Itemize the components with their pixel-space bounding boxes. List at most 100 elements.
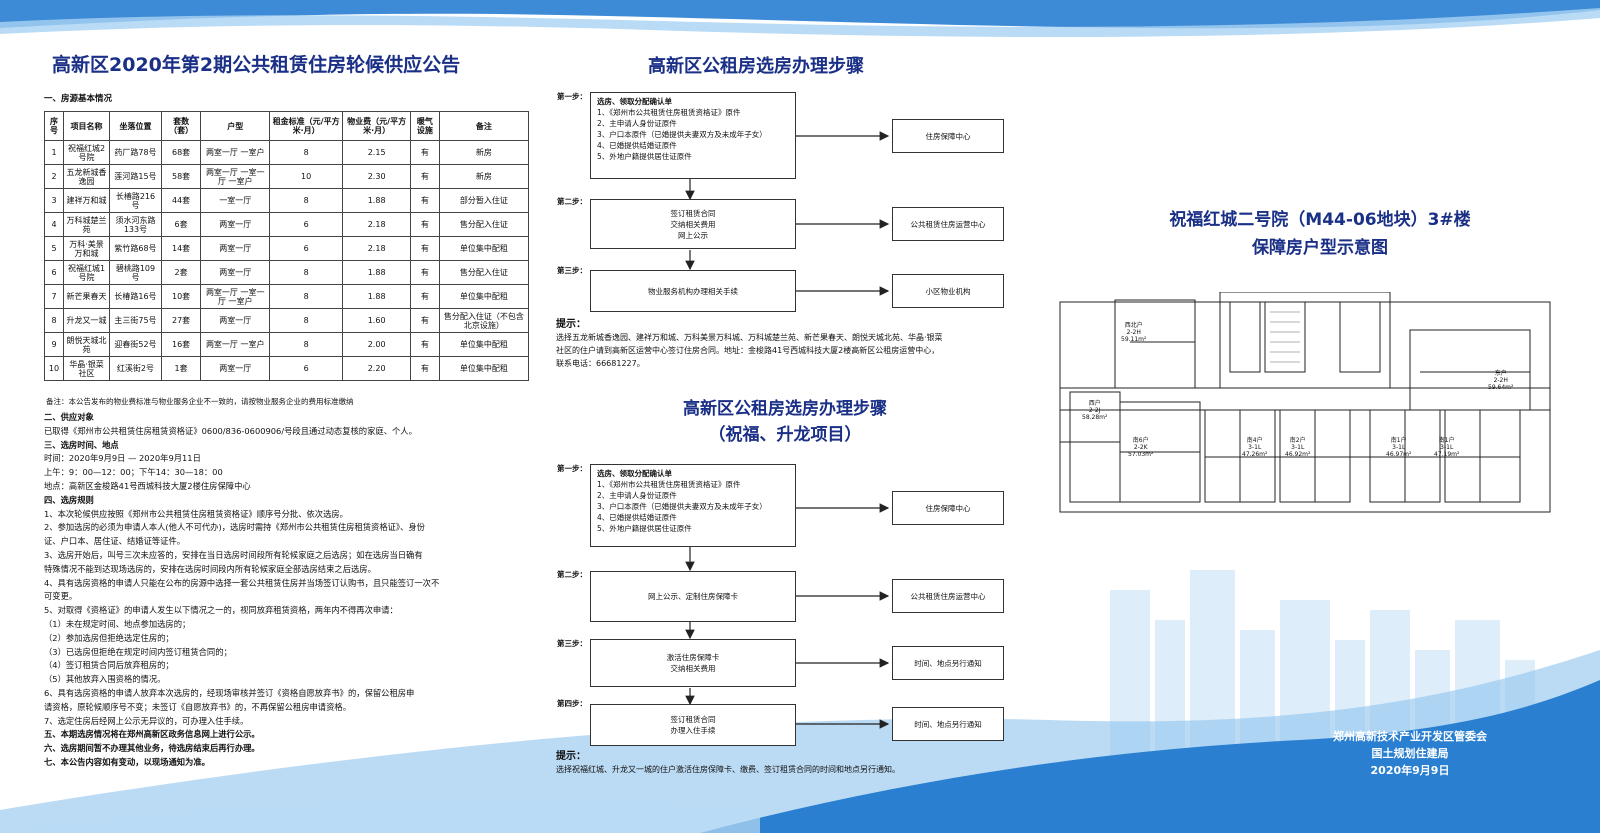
flow1-step2-target-text: 公共租赁住房运营中心 [910, 219, 986, 229]
table-cell: 4 [44, 212, 64, 237]
flow-arrows [685, 131, 890, 729]
section-heading: 三、选房时间、地点 [44, 439, 119, 450]
body-line: 地点：高新区金梭路41号西城科技大厦2楼住房保障中心 [44, 481, 251, 491]
announcement-title: 高新区2020年第2期公共租赁住房轮候供应公告 [52, 54, 461, 76]
table-cell: 主三街75号 [109, 308, 162, 333]
table-cell: 单位集中配租 [438, 236, 530, 261]
flow2-step3-label: 第三步： [557, 639, 587, 648]
list-item: 3、户口本原件（已婚提供夫妻双方及未成年子女） [597, 130, 767, 139]
flow1-step3-target: 小区物业机构 [892, 274, 1004, 308]
table-cell: 紫竹路68号 [109, 236, 162, 261]
table-cell: 新房 [438, 164, 530, 189]
table-cell: 祝福红城1号院 [62, 260, 111, 285]
table-cell: 新房 [438, 140, 530, 165]
table-cell: 新芒果春天 [62, 284, 111, 309]
body-line: 证、户口本、居住证、结婚证等证件。 [44, 536, 186, 547]
table-cell: 2套 [160, 260, 202, 285]
list-item: 2、主申请人身份证原件 [597, 491, 677, 500]
table-cell: 碧桃路109号 [109, 260, 162, 285]
table-cell: 建祥万和城 [62, 188, 111, 213]
list-item: 联系电话：66681227。 [556, 359, 645, 368]
table-header-cell: 坐落位置 [109, 111, 162, 141]
floorplan-title-line2: 保障房户型示意图 [1252, 238, 1388, 258]
flow2-step3-box: 激活住房保障卡交纳相关费用 [590, 639, 796, 687]
table-cell: 有 [410, 284, 440, 309]
top-wave-decoration [0, 0, 1600, 38]
table-cell: 44套 [160, 188, 202, 213]
table-cell: 有 [410, 308, 440, 333]
table-cell: 8 [269, 332, 344, 357]
table-cell: 长椿路16号 [109, 284, 162, 309]
list-item: 5、外地户籍提供居住证原件 [597, 524, 692, 533]
table-cell: 售分配入住证 [438, 212, 530, 237]
table-cell: 2.00 [342, 332, 412, 357]
table-cell: 6 [269, 356, 344, 381]
table-cell: 万科·美景万和城 [62, 236, 111, 261]
body-line: （4）签订租赁合同后放弃租房的； [44, 660, 174, 671]
table-cell: 8 [269, 308, 344, 333]
table-cell: 药厂路78号 [109, 140, 162, 165]
table-cell: 2.18 [342, 236, 412, 261]
flow2-step1-target-text: 住房保障中心 [925, 503, 971, 513]
tip2: 提示： 选择祝福红城、升龙又一城的住户激活住房保障卡、缴费、签订租赁合同的时间和… [556, 750, 1036, 776]
table-cell: 万科城楚兰苑 [62, 212, 111, 237]
table-cell: 两室一厅 [200, 308, 271, 333]
table-cell: 须水河东路133号 [109, 212, 162, 237]
table-header-cell: 暖气设施 [410, 111, 440, 141]
flow1-step2-box: 签订租赁合同交纳相关费用网上公示 [590, 199, 796, 249]
table-cell: 红溪街2号 [109, 356, 162, 381]
body-line: 6、具有选房资格的申请人放弃本次选房的，经现场审核并签订《资格自愿放弃书》的，保… [44, 688, 415, 698]
table-cell: 10 [269, 164, 344, 189]
table-cell: 有 [410, 188, 440, 213]
floorplan-title-line1: 祝福红城二号院（M44-06地块）3#楼 [1169, 210, 1471, 230]
table-cell: 68套 [160, 140, 202, 165]
table-header-row: 序号项目名称坐落位置套数（套）户型租金标准（元/平方米·月）物业费（元/平方米·… [44, 111, 530, 141]
list-item: 1、《郑州市公共租赁住房租赁资格证》原件 [597, 480, 741, 489]
table-cell: 有 [410, 356, 440, 381]
body-line: 上午：9：00—12：00；下午14：30—18：00 [44, 467, 223, 478]
body-line: 2、参加选房的必须为申请人本人(他人不可代办)，选房时需持《郑州市公共租赁住房租… [44, 522, 425, 533]
list-item: 网上公示 [678, 230, 708, 240]
table-cell: 16套 [160, 332, 202, 357]
list-item: 1、《郑州市公共租赁住房租赁资格证》原件 [597, 108, 741, 117]
list-item: 签订租赁合同 [670, 208, 716, 218]
flow2-title-line1: 高新区公租房选房办理步骤 [683, 399, 887, 419]
flow2-step4-label: 第四步： [557, 699, 587, 708]
floorplan-drawing [1059, 292, 1551, 513]
body-line: （2）参加选房但拒绝选定住房的； [44, 632, 174, 643]
table-cell: 朗悦天城北苑 [62, 332, 111, 357]
flow1-step1-head: 选房、领取分配确认单 [597, 97, 672, 106]
issuer-line2: 国土规划住建局 [1371, 747, 1449, 760]
table-cell: 2.30 [342, 164, 412, 189]
table-cell: 部分暂入住证 [438, 188, 530, 213]
body-line: 可变更。 [44, 591, 78, 602]
table-cell: 3 [44, 188, 64, 213]
table-cell: 单位集中配租 [438, 332, 530, 357]
flow2-step3-target-text: 时间、地点另行通知 [914, 658, 982, 668]
body-line: （1）未在规定时间、地点参加选房的； [44, 619, 191, 629]
table-cell: 1.88 [342, 260, 412, 285]
table-cell: 两室一厅 一室一厅 一室户 [200, 164, 271, 189]
flow2-step2-label: 第二步： [557, 570, 587, 579]
table-cell: 长椿路216号 [109, 188, 162, 213]
table-cell: 2.18 [342, 212, 412, 237]
body-line: （3）已选房但拒绝在规定时间内签订租赁合同的； [44, 646, 232, 657]
list-item: 交纳相关费用 [670, 219, 716, 229]
table-cell: 1.88 [342, 188, 412, 213]
flow2-step2-text: 网上公示、定制住房保障卡 [648, 592, 738, 601]
table-cell: 8 [269, 188, 344, 213]
section-heading: 四、选房规则 [44, 494, 94, 505]
flow1-step2-label: 第二步： [557, 197, 587, 206]
body-line: 4、具有选房资格的申请人只能在公布的房源中选择一套公共租赁住房并当场签订认购书，… [44, 577, 440, 588]
